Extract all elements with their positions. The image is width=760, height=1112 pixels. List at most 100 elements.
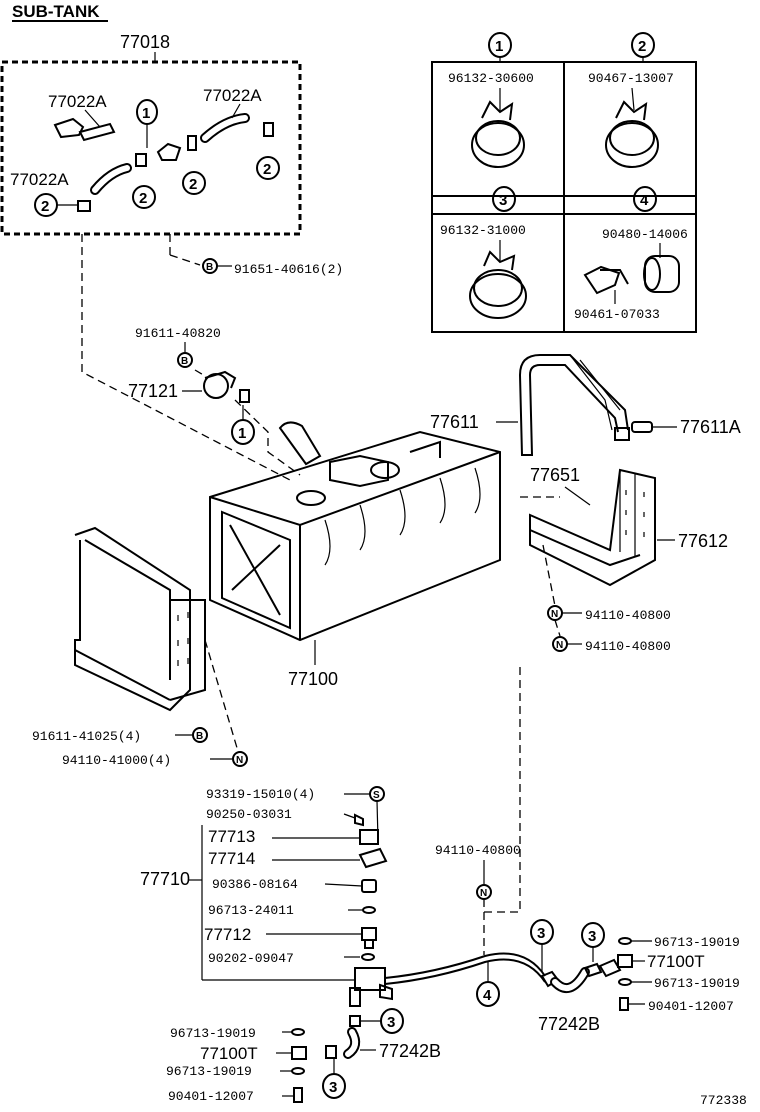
svg-text:N: N bbox=[480, 888, 487, 899]
part-77712-drawing bbox=[361, 927, 377, 949]
dash-gauge-to-tank bbox=[234, 399, 301, 476]
label-nut-b: 94110-40800 bbox=[585, 639, 671, 654]
marker-3-right-b: 3 bbox=[581, 922, 605, 948]
part-77100T-left bbox=[291, 1046, 307, 1060]
marker-4-lower: 4 bbox=[476, 981, 500, 1007]
label-77100: 77100 bbox=[288, 669, 338, 689]
clamp-1-drawing bbox=[471, 88, 525, 168]
part-77100T-right bbox=[617, 954, 633, 968]
svg-text:S: S bbox=[373, 790, 380, 801]
svg-text:3: 3 bbox=[387, 1014, 395, 1031]
svg-text:2: 2 bbox=[638, 38, 646, 55]
part-77714-drawing bbox=[358, 847, 388, 869]
label-77022A-c: 77022A bbox=[10, 170, 69, 189]
ring-96713-l1 bbox=[291, 1028, 305, 1036]
clip-left-a bbox=[349, 1015, 361, 1027]
left-band-drawing bbox=[74, 526, 206, 712]
label-nut-a: 94110-40800 bbox=[585, 608, 671, 623]
label-91611-40820: 91611-40820 bbox=[135, 326, 221, 341]
svg-text:4: 4 bbox=[483, 987, 492, 1004]
svg-text:B: B bbox=[181, 356, 188, 367]
pipe-main-2 bbox=[384, 958, 546, 985]
leader-hose-b bbox=[231, 103, 241, 119]
connector-right bbox=[598, 958, 622, 978]
marker-2-d: 2 bbox=[34, 193, 58, 217]
ring-96713-24011 bbox=[362, 906, 376, 914]
dash-nut-a bbox=[542, 544, 556, 607]
leader-90250 bbox=[343, 813, 356, 819]
label-96713-24011: 96713-24011 bbox=[208, 903, 294, 918]
marker-B-91611-41025: B bbox=[192, 727, 208, 743]
dash-91651-b bbox=[169, 254, 201, 266]
marker-B-91611-40820: B bbox=[177, 352, 193, 368]
marker-N-lower: N bbox=[476, 884, 492, 900]
label-96713-l2: 96713-19019 bbox=[166, 1064, 252, 1079]
part-77713-drawing bbox=[359, 829, 379, 845]
svg-text:4: 4 bbox=[640, 192, 649, 209]
clip-right bbox=[583, 962, 603, 978]
svg-text:1: 1 bbox=[142, 105, 150, 122]
marker-2-c: 2 bbox=[256, 156, 280, 180]
svg-text:3: 3 bbox=[499, 192, 507, 209]
marker-N-nut-a: N bbox=[547, 605, 563, 621]
label-93319: 93319-15010(4) bbox=[206, 787, 315, 802]
ring-90202 bbox=[361, 953, 375, 961]
leader-90386 bbox=[324, 883, 363, 887]
clamp-4-drawing bbox=[583, 243, 680, 304]
marker-B-91651: B bbox=[202, 258, 218, 274]
clip-fitting-3 bbox=[77, 200, 91, 212]
bracket-77612-drawing bbox=[529, 468, 656, 587]
hose-piece-c-inner bbox=[92, 165, 130, 193]
svg-text:N: N bbox=[551, 609, 558, 620]
dash-gauge-a bbox=[194, 369, 206, 377]
clip-fitting-1 bbox=[187, 135, 197, 151]
legend-code-2: 90467-13007 bbox=[588, 71, 674, 86]
legend-code-4-bottom: 90461-07033 bbox=[574, 307, 660, 322]
dash-lower-to-bracket bbox=[484, 665, 521, 913]
label-90401-left: 90401-12007 bbox=[168, 1089, 254, 1104]
svg-text:1: 1 bbox=[495, 38, 503, 55]
label-77242B-left: 77242B bbox=[379, 1041, 441, 1061]
hose-piece-b-inner bbox=[202, 115, 248, 141]
clip-fitting-2 bbox=[135, 153, 147, 167]
plug-90401-right bbox=[619, 997, 629, 1011]
ring-96713-l2 bbox=[291, 1067, 305, 1075]
label-77714: 77714 bbox=[208, 849, 255, 868]
tank-77100-drawing bbox=[209, 421, 501, 642]
svg-text:B: B bbox=[196, 731, 203, 742]
label-77022A-b: 77022A bbox=[203, 86, 262, 105]
label-77710: 77710 bbox=[140, 869, 190, 889]
label-91611-41025: 91611-41025(4) bbox=[32, 729, 141, 744]
label-77242B-right: 77242B bbox=[538, 1014, 600, 1034]
hose-clamp-a bbox=[78, 122, 116, 142]
clamp-3-drawing bbox=[469, 240, 527, 319]
dash-left-band bbox=[204, 639, 241, 759]
bolt-77611A-drawing bbox=[631, 421, 653, 433]
hose-77242B-left-inner bbox=[345, 1029, 359, 1057]
ring-96713-r1 bbox=[618, 937, 632, 945]
tee-fitting bbox=[156, 142, 182, 161]
leader-77651 bbox=[564, 486, 591, 506]
label-77121: 77121 bbox=[128, 381, 178, 401]
label-77100T-right: 77100T bbox=[647, 952, 705, 971]
svg-text:2: 2 bbox=[263, 161, 271, 178]
diagram-number: 772338 bbox=[700, 1093, 747, 1108]
label-77611: 77611 bbox=[430, 412, 479, 432]
label-77022A-a: 77022A bbox=[48, 92, 107, 111]
svg-text:2: 2 bbox=[41, 198, 49, 215]
marker-S-93319: S bbox=[369, 786, 385, 802]
diagram-title: SUB-TANK bbox=[12, 2, 100, 21]
label-77100T-left: 77100T bbox=[200, 1044, 258, 1063]
label-91651: 91651-40616(2) bbox=[234, 262, 343, 277]
svg-text:1: 1 bbox=[238, 425, 246, 442]
label-94110-41000: 94110-41000(4) bbox=[62, 753, 171, 768]
label-96713-r1: 96713-19019 bbox=[654, 935, 740, 950]
legend-code-4-top: 90480-14006 bbox=[602, 227, 688, 242]
label-77612: 77612 bbox=[678, 531, 728, 551]
label-90401-right: 90401-12007 bbox=[648, 999, 734, 1014]
svg-text:3: 3 bbox=[537, 925, 545, 942]
clip-left-b bbox=[325, 1045, 337, 1059]
label-96713-l1: 96713-19019 bbox=[170, 1026, 256, 1041]
washer-90250-drawing bbox=[354, 813, 364, 827]
